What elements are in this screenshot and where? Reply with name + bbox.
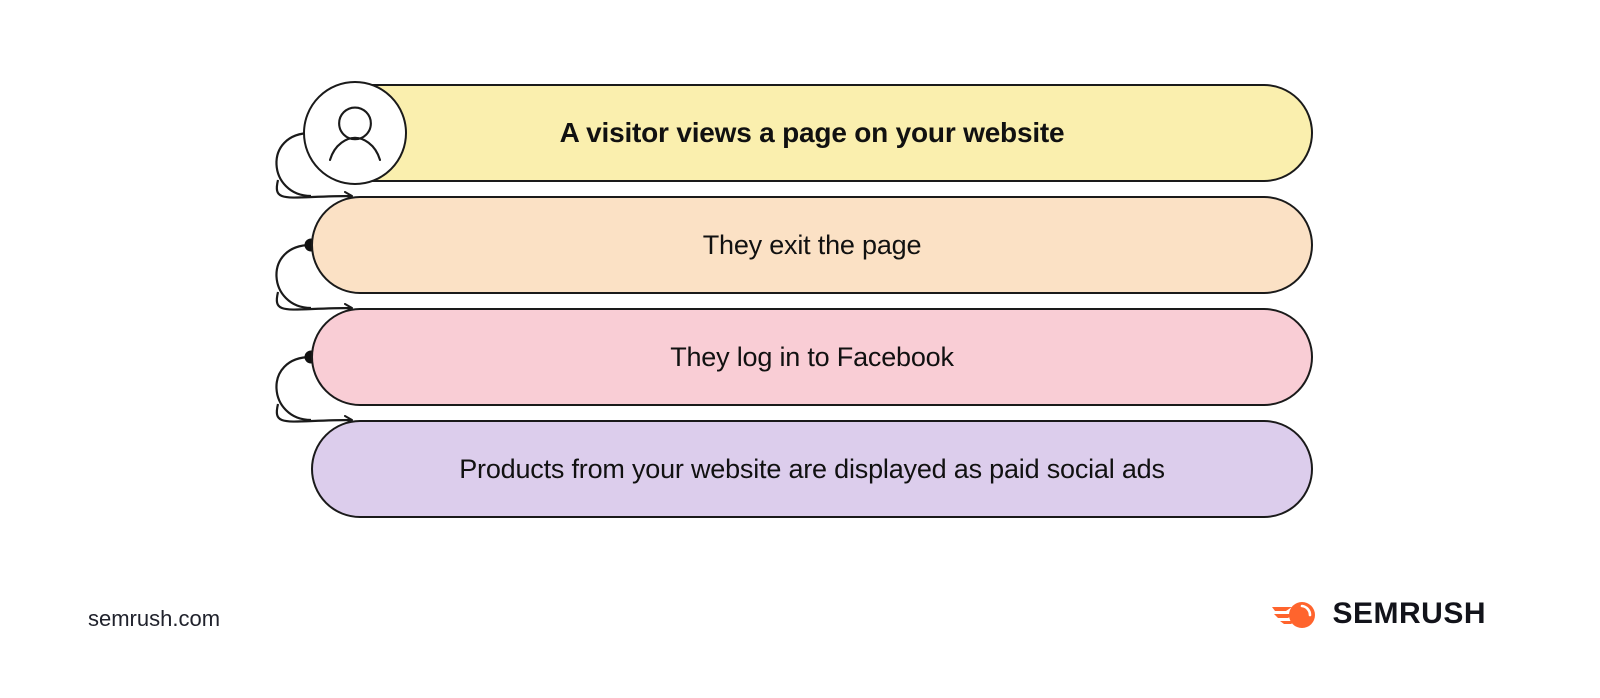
flow-step-3-label: They log in to Facebook [670, 341, 954, 372]
site-url: semrush.com [88, 606, 221, 631]
flow-diagram: A visitor views a page on your website T… [275, 81, 1313, 518]
semrush-wordmark: SEMRUSH [1332, 597, 1486, 630]
flow-step-1-label: A visitor views a page on your website [559, 117, 1065, 149]
semrush-comet-icon [1272, 602, 1316, 628]
visitor-avatar [303, 81, 407, 185]
flow-step-1: A visitor views a page on your website [311, 84, 1313, 182]
flow-step-2-label: They exit the page [702, 229, 922, 260]
person-icon [328, 106, 382, 161]
flow-step-4-label: Products from your website are displayed… [459, 453, 1165, 484]
flow-step-3: They log in to Facebook [311, 308, 1313, 406]
flow-step-4: Products from your website are displayed… [311, 420, 1313, 518]
semrush-logo: SEMRUSH [1272, 596, 1486, 632]
flow-step-2: They exit the page [311, 196, 1313, 294]
footer: semrush.com SEMRUSH [0, 578, 1600, 698]
